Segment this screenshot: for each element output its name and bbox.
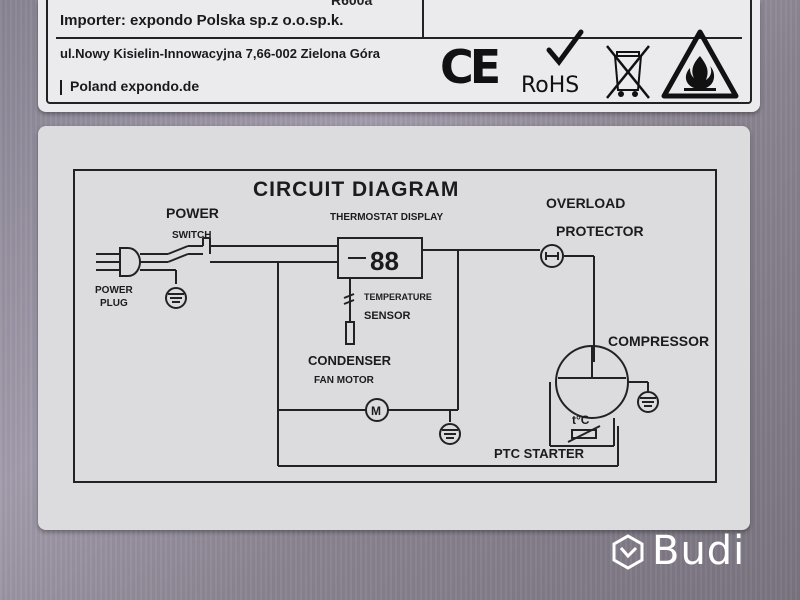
temperature-sensor-symbol: [343, 278, 355, 345]
power-switch-label: POWER: [166, 205, 219, 221]
plug-wires: [140, 237, 338, 284]
diagram-frame: [73, 169, 717, 483]
address-text: ul.Nowy Kisielin-Innowacyjna 7,66-002 Zi…: [60, 46, 381, 61]
power-plug-symbol: [96, 247, 142, 277]
main-wiring: [277, 249, 619, 467]
flammable-warning-icon: [661, 29, 739, 99]
budi-logo-icon: [612, 534, 644, 570]
ptc-starter-symbol: [571, 429, 597, 439]
ground-symbol-2: [439, 423, 461, 445]
label-divider: [56, 37, 742, 39]
budi-text: Budi: [652, 528, 746, 574]
ground-symbol-3: [637, 391, 659, 413]
importer-label-frame: R600a Importer: expondo Polska sp.z o.o.…: [46, 0, 752, 104]
thermostat-display-box: [337, 237, 423, 279]
compressor-label: COMPRESSOR: [608, 333, 709, 349]
circuit-diagram-label: CIRCUIT DIAGRAM POWER PLUG POWER SWITCH: [38, 126, 750, 530]
display-digits: 88: [370, 246, 399, 276]
diagram-title: CIRCUIT DIAGRAM: [253, 178, 459, 201]
condenser-label: CONDENSER: [308, 353, 392, 368]
overload-protector-symbol: [540, 244, 564, 268]
weee-crossed-bin-icon: [606, 45, 650, 99]
rohs-mark-icon: RoHS: [521, 28, 601, 98]
sensor-label: SENSOR: [364, 310, 411, 322]
motor-symbol-text: M: [371, 404, 381, 418]
compressor-symbol: [549, 345, 649, 447]
temperature-label: TEMPERATURE: [364, 292, 432, 302]
power-plug-label-2: PLUG: [100, 298, 128, 309]
country-value: Poland expondo.de: [70, 78, 200, 94]
text-bar: [60, 79, 62, 95]
overload-label: OVERLOAD: [546, 195, 625, 211]
circuit-diagram-svg: CIRCUIT DIAGRAM POWER PLUG POWER SWITCH: [73, 169, 717, 483]
ground-symbol-1: [165, 287, 187, 309]
power-plug-label-1: POWER: [95, 285, 134, 296]
ptc-starter-label: PTC STARTER: [494, 446, 585, 461]
ce-mark-icon: CE: [440, 40, 501, 94]
switch-label: SWITCH: [172, 230, 211, 241]
checkmark-icon: [546, 29, 584, 67]
thermostat-display-label: THERMOSTAT DISPLAY: [330, 212, 443, 223]
label-vertical-divider: [422, 0, 424, 38]
tc-label: t°C: [572, 413, 590, 427]
protector-label: PROTECTOR: [556, 223, 644, 239]
fan-motor-label: FAN MOTOR: [314, 375, 375, 386]
rohs-text: RoHS: [521, 73, 580, 98]
country-text: Poland expondo.de: [60, 78, 199, 95]
importer-label: R600a Importer: expondo Polska sp.z o.o.…: [38, 0, 760, 112]
importer-text: Importer: expondo Polska sp.z o.o.sp.k.: [60, 12, 344, 29]
refrigerant-text: R600a: [331, 0, 373, 8]
budi-watermark: Budi: [612, 528, 772, 574]
